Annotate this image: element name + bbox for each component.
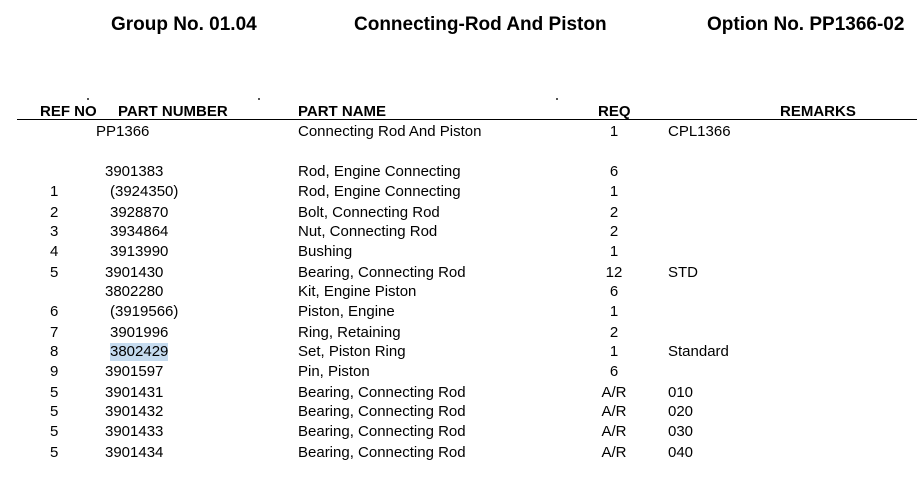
remarks-cell: STD: [668, 264, 698, 281]
part-number-cell: 3802280: [105, 283, 164, 300]
part-name-cell: Bearing, Connecting Rod: [298, 444, 466, 461]
ref-no-cell: 7: [50, 324, 59, 341]
part-name-cell: Rod, Engine Connecting: [298, 163, 461, 180]
part-number-cell: 3901433: [105, 423, 164, 440]
req-cell: 1: [609, 183, 619, 200]
req-cell: 2: [609, 223, 619, 240]
part-name-cell: Bearing, Connecting Rod: [298, 264, 466, 281]
ref-no-cell: 5: [50, 403, 59, 420]
part-name-cell: Bearing, Connecting Rod: [298, 384, 466, 401]
remarks-cell: 020: [668, 403, 694, 420]
ref-no-cell: 8: [50, 343, 59, 360]
column-header-remarks: REMARKS: [780, 103, 856, 120]
req-cell: A/R: [601, 403, 627, 420]
part-name-cell: Pin, Piston: [298, 363, 370, 380]
ref-no-cell: 6: [50, 303, 59, 320]
option-number: Option No. PP1366-02: [707, 14, 905, 35]
part-name-cell: Bearing, Connecting Rod: [298, 403, 466, 420]
req-cell: A/R: [601, 423, 627, 440]
ref-no-cell: 4: [50, 243, 59, 260]
part-number-cell: (3924350): [110, 183, 179, 200]
part-name-cell: Kit, Engine Piston: [298, 283, 417, 300]
group-number: Group No. 01.04: [111, 14, 257, 35]
part-number-cell: (3919566): [110, 303, 179, 320]
column-header-part-number: PART NUMBER: [118, 103, 228, 120]
part-name-cell: Ring, Retaining: [298, 324, 401, 341]
req-cell: 1: [609, 123, 619, 140]
ref-no-cell: 9: [50, 363, 59, 380]
ref-no-cell: 1: [50, 183, 59, 200]
req-cell: 2: [609, 204, 619, 221]
remarks-cell: 030: [668, 423, 694, 440]
ref-no-cell: 5: [50, 384, 59, 401]
scan-speck: [556, 98, 558, 100]
ref-no-cell: 5: [50, 264, 59, 281]
ref-no-cell: 5: [50, 423, 59, 440]
req-cell: 12: [605, 264, 623, 281]
req-cell: 6: [609, 163, 619, 180]
remarks-cell: 040: [668, 444, 694, 461]
part-number-cell: PP1366: [96, 123, 150, 140]
part-name-cell: Bearing, Connecting Rod: [298, 423, 466, 440]
req-cell: 2: [609, 324, 619, 341]
part-number-cell: 3901431: [105, 384, 164, 401]
req-cell: 6: [609, 283, 619, 300]
scan-speck: [87, 98, 89, 100]
req-cell: 1: [609, 343, 619, 360]
part-number-cell: 3901432: [105, 403, 164, 420]
header-divider: [17, 119, 917, 120]
part-name-cell: Set, Piston Ring: [298, 343, 406, 360]
req-cell: 1: [609, 243, 619, 260]
req-cell: 1: [609, 303, 619, 320]
part-name-cell: Bushing: [298, 243, 353, 260]
ref-no-cell: 3: [50, 223, 59, 240]
column-header-ref-no: REF NO: [40, 103, 97, 120]
part-number-cell: 3913990: [110, 243, 169, 260]
part-name-cell: Rod, Engine Connecting: [298, 183, 461, 200]
part-number-cell: 3901383: [105, 163, 164, 180]
part-number-cell: 3802429: [110, 343, 169, 361]
page-title: Connecting-Rod And Piston: [354, 14, 607, 35]
ref-no-cell: 2: [50, 204, 59, 221]
part-name-cell: Connecting Rod And Piston: [298, 123, 482, 140]
ref-no-cell: 5: [50, 444, 59, 461]
part-name-cell: Nut, Connecting Rod: [298, 223, 438, 240]
column-header-req: REQ: [598, 103, 631, 120]
part-number-cell: 3934864: [110, 223, 169, 240]
part-number-cell: 3928870: [110, 204, 169, 221]
remarks-cell: Standard: [668, 343, 729, 360]
remarks-cell: CPL1366: [668, 123, 731, 140]
req-cell: 6: [609, 363, 619, 380]
part-number-cell: 3901434: [105, 444, 164, 461]
part-number-cell: 3901996: [110, 324, 169, 341]
scan-speck: [258, 98, 260, 100]
part-name-cell: Piston, Engine: [298, 303, 395, 320]
req-cell: A/R: [601, 384, 627, 401]
part-number-cell: 3901430: [105, 264, 164, 281]
remarks-cell: 010: [668, 384, 694, 401]
req-cell: A/R: [601, 444, 627, 461]
part-name-cell: Bolt, Connecting Rod: [298, 204, 440, 221]
part-number-cell: 3901597: [105, 363, 164, 380]
column-header-part-name: PART NAME: [298, 103, 387, 120]
